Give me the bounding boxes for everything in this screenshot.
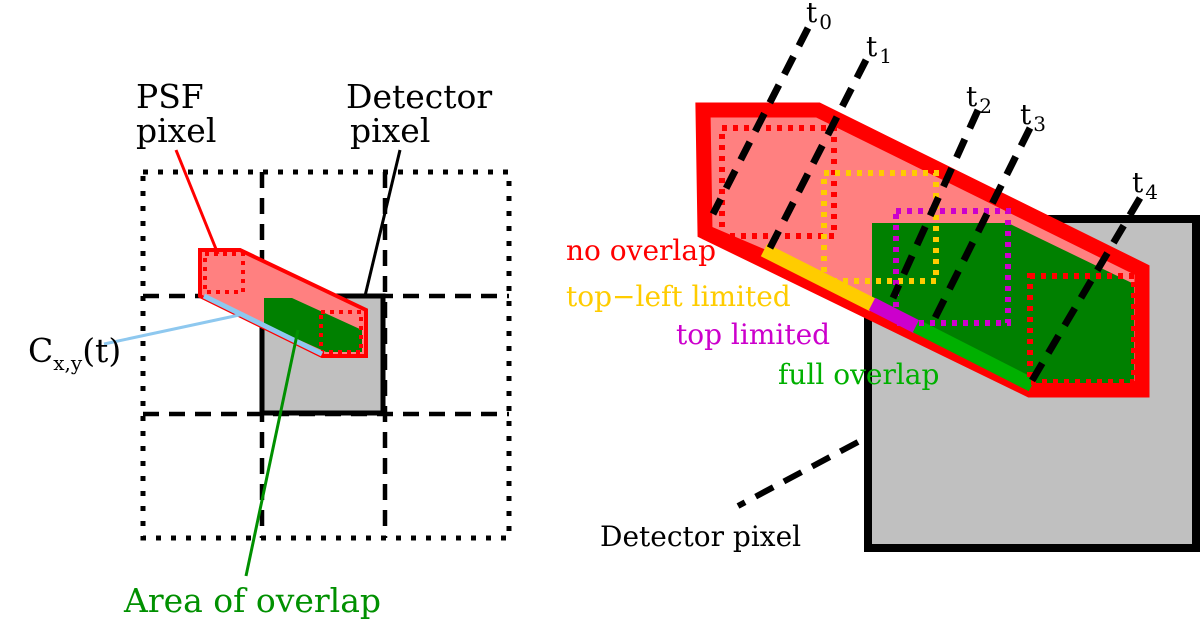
psf-leader [174,149,220,255]
psf-snapshot-t4 [1027,273,1137,385]
time-line-t1 [766,58,870,250]
detector-label-line1: Detector [346,77,492,116]
time-label-t4-sub: 4 [1145,180,1158,204]
time-label-t2-main: t [966,80,978,113]
time-line-t2 [889,108,982,300]
psf-label-line2: pixel [136,111,216,150]
curve-label-sub: x,y [53,351,83,375]
psf-snapshot-t3 [893,208,1011,326]
time-label-t1-main: t [866,30,878,63]
curve-leader [103,312,245,346]
psf-snapshot-t2 [821,170,939,284]
detector-pixel-leader [736,439,860,509]
time-label-t0-sub: 0 [819,10,832,34]
psf-label-line1: PSF [136,77,204,116]
curve-segment [202,293,324,357]
detector-label-line2: pixel [350,111,430,150]
label-top-limited: top limited [676,318,830,351]
edge-full-overlap [912,319,1036,392]
time-lines [709,26,1144,386]
label-top-left-limited: top−left limited [566,280,791,313]
time-line-t3 [928,126,1034,326]
time-label-t2-sub: 2 [979,94,992,118]
label-full-overlap: full overlap [778,358,939,391]
overlap-area [264,298,362,352]
time-label-t3-main: t [1020,98,1032,131]
curve-label-arg: (t) [82,331,121,370]
label-detector-pixel: Detector pixel [600,520,801,553]
psf-subpixel-right [319,310,363,354]
edge-no-overlap [702,225,769,265]
detector-leader [363,149,402,297]
time-label-t0-main: t [806,0,818,29]
overlap-label: Area of overlap [123,581,381,620]
time-line-t4 [1026,196,1144,386]
left-panel: PSF pixel Detector pixel Cx,y(t) Area of… [28,77,512,620]
edge-top-left-limited [760,243,877,312]
time-label-t4-main: t [1132,166,1144,199]
curve-label-main: C [28,331,53,370]
time-label-t3-sub: 3 [1033,112,1046,136]
time-label-t1-sub: 1 [879,44,892,68]
label-no-overlap: no overlap [566,234,716,267]
curve-label: Cx,y(t) [28,331,121,375]
time-line-t0 [709,26,812,216]
psf-subpixel-left [203,252,245,294]
overlap-leader [244,329,300,577]
psf-grid-dotted [140,169,512,541]
